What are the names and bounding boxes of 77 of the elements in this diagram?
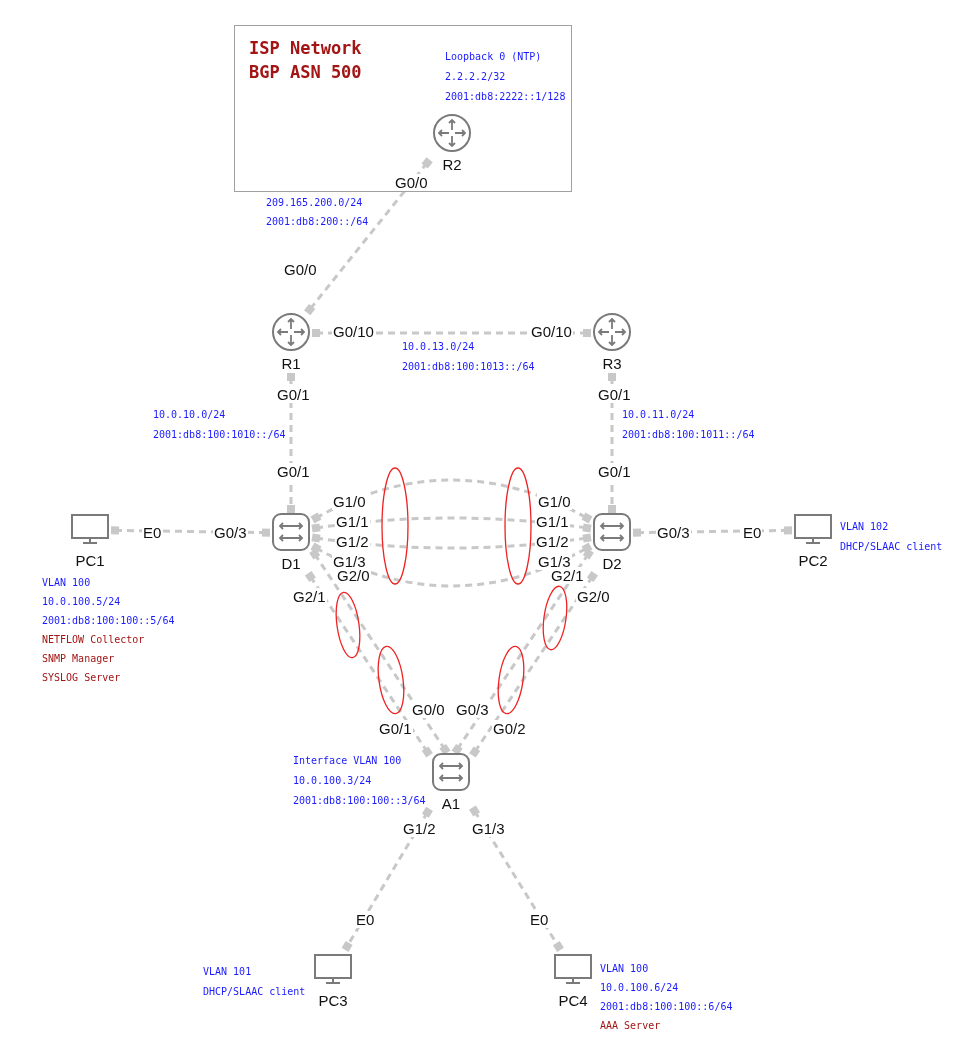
link-line [304,570,433,758]
subnet-label: 2001:db8:100:1011::/64 [622,429,755,441]
link-line [469,570,598,758]
port-label: G1/2 [535,533,570,550]
network-boundary-box [234,25,572,192]
link-line [287,373,295,513]
device-name: PC2 [797,552,829,569]
device-name: PC1 [74,552,106,569]
port-label: G1/2 [335,533,370,550]
device-name: D2 [601,555,623,572]
subnet-label: 2001:db8:100:1010::/64 [153,429,286,441]
link-line [309,548,451,756]
address-note: 2.2.2.2/32 [445,71,506,83]
port-label: G0/1 [597,386,632,403]
address-note: 2001:db8:100:100::5/64 [42,615,175,627]
port-label: G1/2 [402,820,437,837]
link-line [608,373,616,513]
address-note: SNMP Manager [42,653,115,665]
device-name: PC4 [557,992,589,1009]
port-label: G2/1 [550,567,585,584]
device-name: R1 [280,355,302,372]
link-line [469,805,564,952]
address-note: 2001:db8:100:100::6/64 [600,1001,733,1013]
address-note: NETFLOW Collector [42,634,145,646]
address-note: 10.0.100.3/24 [293,775,372,787]
subnet-label: 209.165.200.0/24 [266,197,363,209]
address-note: Loopback 0 (NTP) [445,51,542,63]
port-label: G0/3 [213,524,248,541]
link-line [304,157,433,316]
port-label: E0 [355,911,376,928]
port-label: E0 [529,911,550,928]
port-label: G0/0 [394,174,429,191]
subnet-label: 10.0.11.0/24 [622,409,695,421]
address-note: VLAN 100 [42,577,91,589]
address-note: DHCP/SLAAC client [203,986,306,998]
device-name: R2 [441,156,463,173]
port-label: G0/0 [411,701,446,718]
address-note: VLAN 101 [203,966,252,978]
port-label: G1/1 [535,513,570,530]
link-line [341,806,433,952]
port-label: G1/0 [537,493,572,510]
address-note: Interface VLAN 100 [293,755,402,767]
address-note: VLAN 102 [840,521,889,533]
port-label: G0/1 [276,386,311,403]
port-label: G0/10 [332,323,375,340]
address-note: SYSLOG Server [42,672,121,684]
port-label: G0/1 [378,720,413,737]
address-note: 10.0.100.6/24 [600,982,679,994]
address-note: VLAN 100 [600,963,649,975]
address-note: 2001:db8:2222::1/128 [445,91,566,103]
port-label: G0/3 [455,701,490,718]
port-label: G0/1 [276,463,311,480]
address-note: DHCP/SLAAC client [840,541,943,553]
port-label: G0/2 [492,720,527,737]
port-label: G0/3 [656,524,691,541]
port-label: G2/1 [292,588,327,605]
network-title: ISP Network BGP ASN 500 [249,37,363,84]
device-name: R3 [601,355,623,372]
port-label: G0/10 [530,323,573,340]
port-label: G1/3 [471,820,506,837]
port-label: G1/0 [332,493,367,510]
port-label: G0/0 [283,261,318,278]
subnet-label: 10.0.10.0/24 [153,409,226,421]
subnet-label: 10.0.13.0/24 [402,341,475,353]
address-note: 2001:db8:100:100::3/64 [293,795,426,807]
port-label: G1/1 [335,513,370,530]
port-label: G2/0 [336,567,371,584]
address-note: 10.0.100.5/24 [42,596,121,608]
link-line [451,548,594,756]
device-name: D1 [280,555,302,572]
device-name: PC3 [317,992,349,1009]
port-label: G2/0 [576,588,611,605]
address-note: AAA Server [600,1020,661,1032]
port-label: G0/1 [597,463,632,480]
device-name: A1 [440,795,462,812]
subnet-label: 2001:db8:200::/64 [266,216,369,228]
subnet-label: 2001:db8:100:1013::/64 [402,361,535,373]
